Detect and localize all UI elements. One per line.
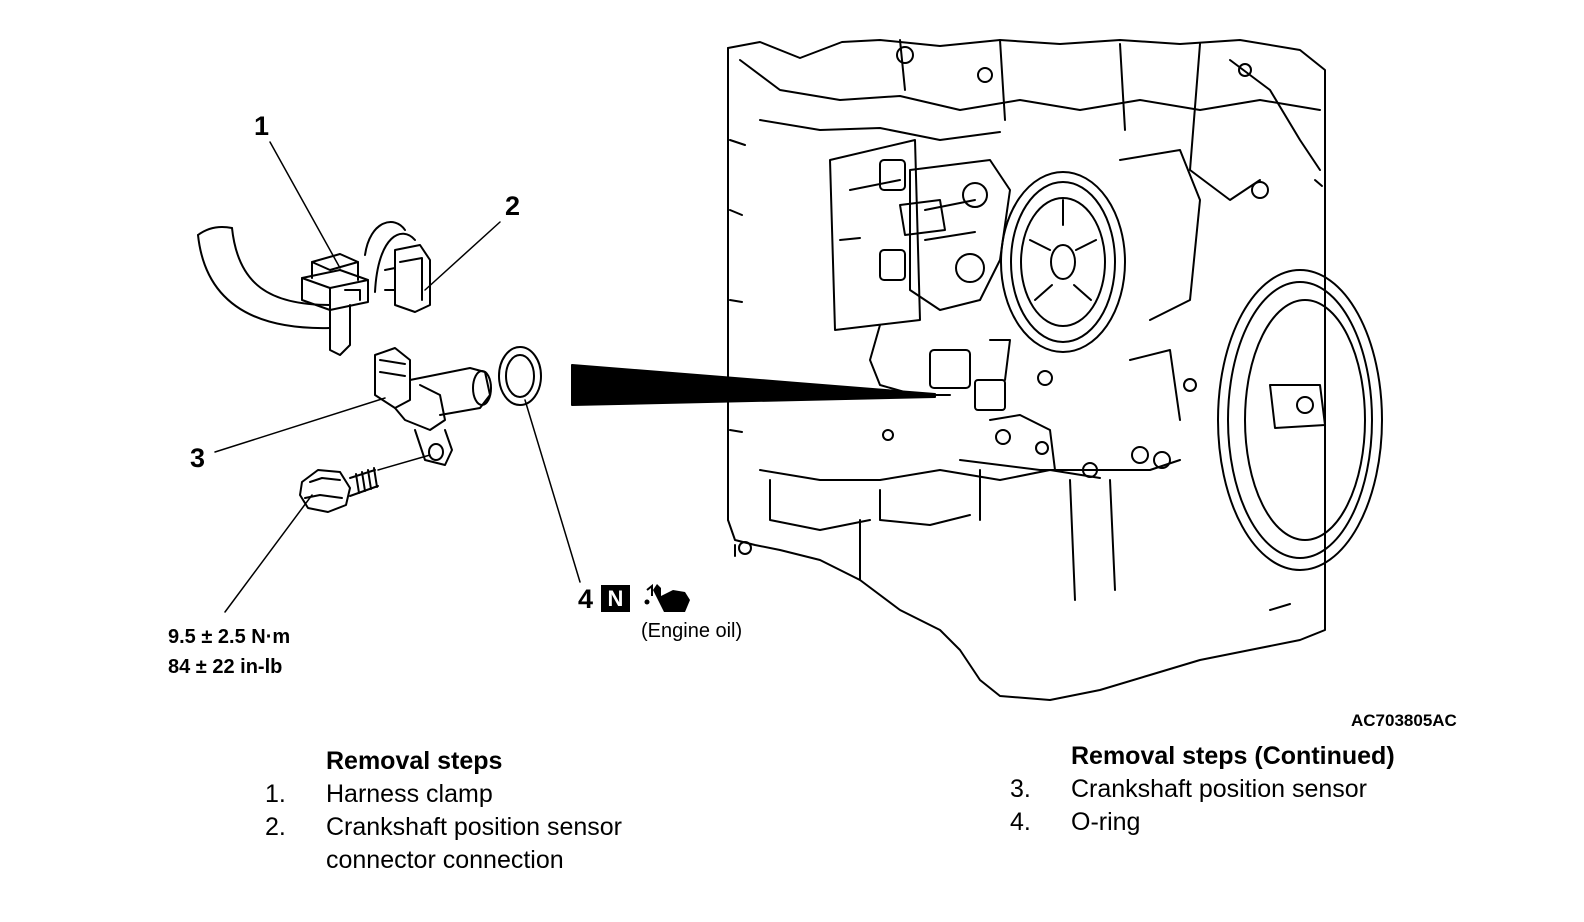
leader-lines [214, 141, 581, 613]
n-badge: N [601, 585, 630, 612]
list-item: 3.Crankshaft position sensor [1010, 775, 1367, 803]
crankshaft-position-sensor [374, 347, 492, 466]
removal-steps-continued: Removal steps (Continued) 3.Crankshaft p… [1010, 740, 1395, 839]
torque-metric: 9.5 ± 2.5 N·m [168, 626, 291, 648]
lubricant-label: (Engine oil) [641, 620, 743, 642]
sensor-connector [384, 244, 431, 313]
oil-can-icon [644, 583, 690, 612]
list-item: 4.O-ring [1010, 808, 1141, 836]
o-ring [498, 346, 542, 406]
torque-imperial: 84 ± 22 in-lb [168, 656, 283, 678]
callout-3: 3 [190, 443, 206, 473]
list-item: 2.Crankshaft position sensor [265, 813, 622, 841]
wiring-harness [197, 221, 416, 330]
torque-spec: 9.5 ± 2.5 N·m 84 ± 22 in-lb [168, 622, 290, 682]
list-item: 1.Harness clamp [265, 780, 493, 808]
mounting-bolt [299, 467, 379, 513]
callout-1: 1 [254, 111, 270, 141]
removal-steps-heading: Removal steps [326, 747, 503, 775]
removal-steps: Removal steps 1.Harness clamp 2.Cranksha… [265, 745, 622, 877]
removal-steps-continued-heading: Removal steps (Continued) [1071, 742, 1395, 770]
harness-clamp [301, 253, 369, 356]
list-item: connector connection [326, 846, 564, 874]
location-pointer [571, 364, 936, 406]
callout-4: 4 [578, 584, 594, 614]
figure-code: AC703805AC [1351, 711, 1457, 730]
engine-illustration [727, 39, 1383, 701]
callout-2: 2 [505, 191, 521, 221]
